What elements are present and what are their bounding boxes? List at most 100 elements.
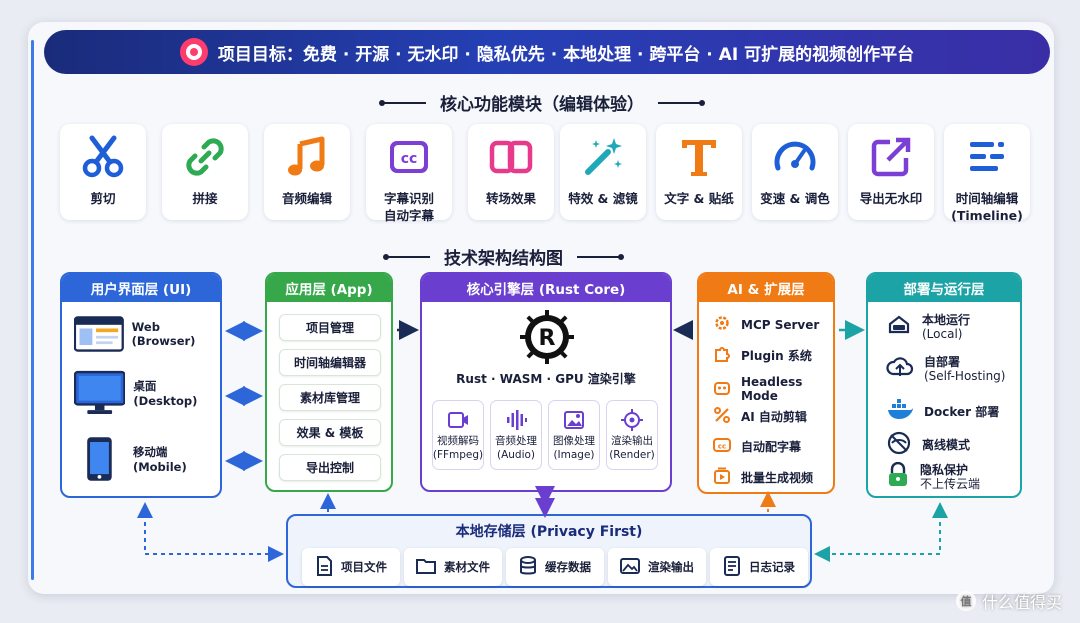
app-item-library: 素材库管理 — [279, 384, 381, 411]
local-server-icon — [886, 312, 912, 341]
feature-label: 字幕识别 自动字幕 — [383, 191, 434, 223]
app-layer-title: 应用层 (App) — [267, 274, 391, 302]
feature-label: 变速 & 调色 — [760, 191, 830, 206]
app-item-timeline: 时间轴编辑器 — [279, 349, 381, 376]
text-t-icon — [676, 124, 722, 184]
ai-item: cc 自动配字幕 — [713, 436, 801, 457]
feature-card: 音频编辑 — [264, 124, 350, 220]
storage-item: 渲染输出 — [608, 548, 706, 586]
svg-text:cc: cc — [718, 443, 726, 451]
video-decode-icon — [448, 412, 468, 428]
svg-text:R: R — [539, 326, 556, 351]
deploy-layer-title: 部署与运行层 — [868, 274, 1020, 302]
magic-wand-icon — [580, 124, 626, 184]
app-item-export: 导出控制 — [279, 454, 381, 481]
ai-item-label: MCP Server — [741, 317, 820, 332]
deploy-item-label: Docker 部署 — [924, 404, 1000, 419]
feature-card: cc 字幕识别 自动字幕 — [366, 124, 452, 223]
app-item-effects: 效果 & 模板 — [279, 419, 381, 446]
deploy-item-sub: 不上传云端 — [920, 476, 981, 491]
svg-text:cc: cc — [401, 151, 418, 167]
storage-item-label: 缓存数据 — [545, 560, 591, 574]
mobile-phone-icon — [87, 437, 112, 481]
goal-banner-text: 项目目标：免费 · 开源 · 无水印 · 隐私优先 · 本地处理 · 跨平台 ·… — [217, 44, 915, 65]
ai-item: Plugin 系统 — [713, 345, 812, 366]
storage-item: 缓存数据 — [506, 548, 604, 586]
deploy-item: 本地运行(Local) — [886, 312, 970, 341]
audio-wave-icon — [507, 410, 527, 430]
feature-label: 音频编辑 — [281, 191, 332, 206]
batch-video-icon — [713, 467, 731, 488]
goal-banner: 项目目标：免费 · 开源 · 无水印 · 隐私优先 · 本地处理 · 跨平台 ·… — [44, 30, 1050, 74]
desktop-monitor-icon — [74, 370, 126, 414]
watermark-text: 什么值得买 — [981, 593, 1062, 612]
ui-item-mobile: 移动端 (Mobile) — [74, 436, 220, 482]
ai-layer-title: AI & 扩展层 — [699, 274, 833, 302]
deploy-item-label: 自部署 — [924, 354, 961, 369]
storage-item-label: 素材文件 — [444, 560, 490, 574]
speedometer-icon — [772, 124, 818, 184]
ui-item-web: Web (Browser) — [74, 314, 220, 354]
section-title-features: 核心功能模块（编辑体验） — [379, 90, 705, 115]
feature-card: 变速 & 调色 — [752, 124, 838, 220]
feature-label: 剪切 — [90, 191, 116, 206]
feature-label: 时间轴编辑 (Timeline) — [951, 191, 1023, 223]
feature-card: 文字 & 贴纸 — [656, 124, 742, 220]
feature-label: 特效 & 滤镜 — [568, 191, 638, 206]
gear-icon — [713, 314, 731, 335]
left-accent-line — [31, 40, 34, 580]
cc-small-icon: cc — [713, 436, 731, 457]
storage-item: 日志记录 — [710, 548, 808, 586]
robot-icon — [713, 379, 731, 400]
core-module-render: 渲染输出 (Render) — [606, 400, 658, 470]
document-icon — [315, 555, 333, 579]
watermark-badge: 值 — [955, 591, 976, 611]
storage-item-label: 渲染输出 — [648, 560, 694, 574]
deploy-item: 自部署(Self-Hosting) — [886, 354, 1005, 383]
ai-item-label: Headless Mode — [741, 375, 803, 403]
deploy-item-label: 本地运行 — [922, 312, 971, 327]
core-layer-title: 核心引擎层 (Rust Core) — [422, 274, 670, 302]
deploy-item-label: 离线模式 — [922, 437, 971, 452]
watermark: 值 什么值得买 — [955, 589, 1062, 613]
deploy-item-label: 隐私保护 — [920, 462, 969, 477]
storage-item: 素材文件 — [404, 548, 502, 586]
storage-item: 项目文件 — [302, 548, 400, 586]
ai-item: AI 自动剪辑 — [713, 406, 807, 427]
render-target-icon — [621, 409, 643, 431]
ai-item-label: AI 自动剪辑 — [741, 409, 807, 424]
feature-label: 文字 & 贴纸 — [664, 191, 734, 206]
timeline-icon — [964, 124, 1010, 184]
ai-item: Headless Mode — [713, 375, 833, 403]
feature-label: 转场效果 — [485, 191, 536, 206]
ai-item: 批量生成视频 — [713, 467, 813, 488]
target-icon — [179, 38, 208, 66]
app-layer-panel: 应用层 (App) 项目管理 时间轴编辑器 素材库管理 效果 & 模板 导出控制 — [265, 272, 393, 492]
folder-icon — [416, 557, 436, 578]
browser-window-icon — [74, 316, 124, 352]
rust-logo-icon: R — [520, 310, 574, 364]
ai-item-label: 自动配字幕 — [741, 440, 802, 454]
deploy-item: 隐私保护不上传云端 — [886, 461, 981, 491]
core-module-audio: 音频处理 (Audio) — [490, 400, 542, 470]
scissors-icon — [80, 124, 126, 184]
feature-card: 导出无水印 — [848, 124, 934, 220]
deploy-layer-panel: 部署与运行层 本地运行(Local) 自部署(Self-Hosting) Docke… — [866, 272, 1022, 498]
cloud-upload-icon — [886, 354, 914, 383]
transition-icon — [488, 124, 534, 184]
database-icon — [519, 555, 537, 579]
export-icon — [868, 124, 914, 184]
ai-item-label: 批量生成视频 — [741, 470, 814, 485]
core-subtitle: Rust · WASM · GPU 渲染引擎 — [456, 372, 636, 386]
offline-icon — [886, 430, 912, 459]
feature-card: 拼接 — [162, 124, 248, 220]
deploy-item-sub: (Self-Hosting) — [924, 368, 1006, 383]
storage-item-label: 项目文件 — [341, 560, 387, 574]
puzzle-icon — [713, 345, 731, 366]
core-layer-panel: 核心引擎层 (Rust Core) R Rust · WASM · GPU 渲染… — [420, 272, 672, 492]
feature-card: 特效 & 滤镜 — [560, 124, 646, 220]
image-icon — [564, 411, 584, 429]
feature-card: 转场效果 — [468, 124, 554, 220]
link-icon — [182, 124, 228, 184]
